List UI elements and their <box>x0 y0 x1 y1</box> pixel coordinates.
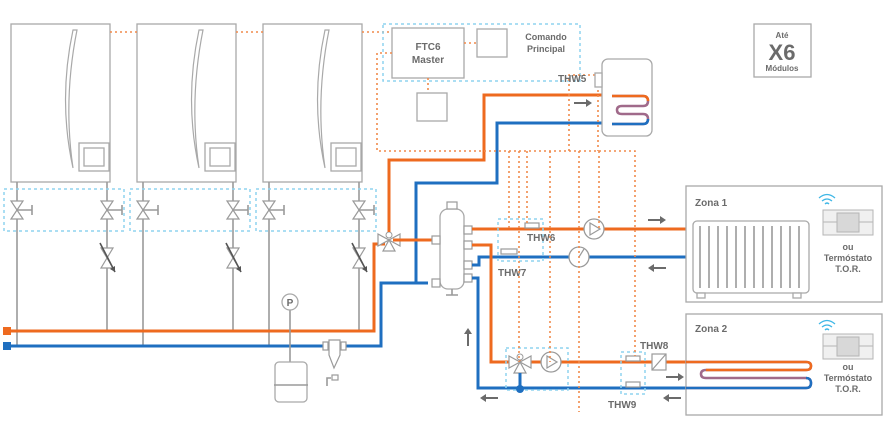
outdoor-unit-1 <box>10 23 111 183</box>
pressure-gauge: P <box>281 293 299 362</box>
thw7-sensor-icon <box>500 248 518 255</box>
zone-1: Zona 1 ou Termóstato T.O.R. <box>685 185 883 303</box>
flow-connection-icon <box>3 327 11 335</box>
ftc6-master-controller <box>391 27 465 79</box>
zone1-alt-line1: ou <box>843 242 854 252</box>
controller-title-line2: Master <box>412 55 444 66</box>
thw8-label: THW8 <box>640 341 669 352</box>
signal-wiring <box>376 52 636 412</box>
dhw-flow-pipe <box>387 93 625 232</box>
sensor-group-thw8-thw9 <box>620 351 646 395</box>
hydraulic-separator-icon <box>431 201 473 296</box>
valve-group-3 <box>255 188 377 232</box>
zone2-alt-line2: Termóstato <box>824 373 873 383</box>
zone2-alt-line1: ou <box>843 362 854 372</box>
controller-title-line1: FTC6 <box>416 42 441 53</box>
three-way-valve-zone2 <box>508 353 532 374</box>
sensor-group-thw6-thw7 <box>497 218 544 262</box>
wifi-icon <box>818 319 836 331</box>
expansion-vessel-icon <box>274 361 308 403</box>
radiator-icon <box>692 220 810 299</box>
controller-group <box>382 23 581 82</box>
balancing-valves <box>99 242 368 273</box>
zone2-title: Zona 2 <box>695 324 728 335</box>
pump-zone2-icon <box>540 351 562 373</box>
module-badge-count: X6 <box>769 40 796 65</box>
thw6-label: THW6 <box>527 233 556 244</box>
three-way-valve-main <box>377 231 401 252</box>
thw9-label: THW9 <box>608 400 637 411</box>
dhw-return-pipe <box>414 121 625 283</box>
zone-2: Zona 2 ou Termóstato T.O.R. <box>685 313 883 416</box>
wireless-thermostat-icon <box>822 333 874 360</box>
thw8-sensor-icon <box>625 355 641 362</box>
zone2-mixing-group <box>505 347 569 391</box>
main-remote-controller <box>476 28 508 58</box>
zone1-alt-line3: T.O.R. <box>835 264 861 274</box>
unit-piping <box>16 182 360 346</box>
flow-header <box>8 242 385 333</box>
main-remote-label-line2: Principal <box>527 44 565 54</box>
dhw-tank <box>594 58 653 137</box>
valve-group-2 <box>129 188 251 232</box>
module-count-badge: Até X6 Módulos <box>753 23 812 78</box>
outdoor-unit-2 <box>136 23 237 183</box>
isolation-valves <box>9 200 375 220</box>
wireless-thermostat-icon <box>822 209 874 236</box>
wifi-icon <box>818 193 836 205</box>
pressure-gauge-label: P <box>287 298 294 309</box>
auxiliary-module-icon <box>416 92 448 122</box>
main-remote-label-line1: Comando <box>525 32 567 42</box>
dirt-separator-icon <box>322 339 347 386</box>
pump-zone1-icon <box>583 218 605 240</box>
thw5-label: THW5 <box>558 74 587 85</box>
zone2-alt-line3: T.O.R. <box>835 384 861 394</box>
zone2-return-pipe <box>472 276 806 390</box>
underfloor-heating-icon <box>686 360 813 390</box>
return-header <box>8 281 428 348</box>
thw9-sensor-icon <box>625 381 641 388</box>
zone1-alt-line2: Termóstato <box>824 253 873 263</box>
module-badge-line3: Módulos <box>766 64 799 73</box>
return-connection-icon <box>3 342 11 350</box>
zone1-title: Zona 1 <box>695 198 728 209</box>
flow-arrows <box>464 99 684 402</box>
outdoor-unit-3 <box>262 23 363 183</box>
valve-group-1 <box>3 188 125 232</box>
thw6-sensor-icon <box>524 222 540 229</box>
zone2-flow-pipe <box>472 243 806 364</box>
thw7-label: THW7 <box>498 268 527 279</box>
module-badge-line1: Até <box>776 31 789 40</box>
heat-exchanger-icon <box>651 353 667 371</box>
